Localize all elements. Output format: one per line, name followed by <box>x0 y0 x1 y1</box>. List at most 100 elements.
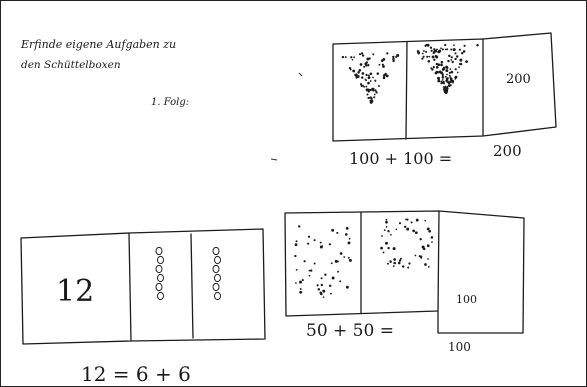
dot <box>329 285 331 287</box>
dot <box>440 64 443 67</box>
dot <box>455 68 457 70</box>
dot <box>371 97 373 99</box>
dot <box>420 238 422 240</box>
dot <box>463 50 466 53</box>
dot <box>459 59 462 62</box>
oval-mark <box>213 283 219 290</box>
dot <box>433 59 435 61</box>
dot <box>393 262 396 265</box>
box-lid-outline <box>333 39 483 141</box>
dot <box>353 56 355 58</box>
dot <box>324 274 326 276</box>
dot <box>454 52 456 54</box>
dot-group-top-right <box>417 44 479 94</box>
dot <box>390 234 392 236</box>
dot <box>423 248 426 251</box>
dot <box>443 81 445 83</box>
dot <box>431 50 433 52</box>
dot <box>348 241 351 244</box>
dot <box>354 74 357 77</box>
dot <box>335 260 338 263</box>
stray-mark <box>299 73 302 76</box>
dot <box>449 80 452 83</box>
dot <box>329 243 331 245</box>
dot <box>451 56 453 58</box>
dot <box>296 269 298 271</box>
dot <box>323 296 325 298</box>
dot <box>383 77 386 80</box>
dot <box>331 229 334 232</box>
dot <box>336 232 338 234</box>
dot <box>385 221 388 224</box>
dot <box>460 63 463 66</box>
dot <box>461 52 463 54</box>
dot <box>407 267 409 269</box>
dot <box>365 79 367 81</box>
instruction-line-2: den Schüttelboxen <box>21 59 121 71</box>
dot <box>365 86 367 88</box>
dot <box>427 44 430 47</box>
dot <box>374 94 376 96</box>
dot <box>317 284 319 286</box>
dot <box>314 239 316 241</box>
dot <box>441 61 444 64</box>
dot <box>384 229 386 231</box>
dot <box>343 256 345 258</box>
dot-group-middle-right <box>380 219 433 269</box>
dot <box>402 265 404 267</box>
dot <box>442 76 445 79</box>
dot <box>423 56 425 58</box>
dot <box>393 247 396 250</box>
dot <box>382 64 384 66</box>
dot <box>453 48 456 51</box>
dot <box>431 236 434 239</box>
dot <box>415 231 418 234</box>
dot <box>453 44 455 46</box>
dot <box>405 219 407 221</box>
dot <box>392 56 394 58</box>
dot <box>442 48 444 50</box>
dot <box>387 230 389 232</box>
dot <box>451 71 454 74</box>
dot <box>387 247 389 249</box>
shaking-box-bottom-middle: 100 <box>285 211 524 333</box>
dot <box>425 51 427 53</box>
dot <box>428 60 431 63</box>
dot <box>380 247 383 250</box>
dot <box>446 48 448 50</box>
dot-group-top-left <box>342 52 399 104</box>
dot <box>309 275 311 277</box>
dot <box>295 243 298 246</box>
dot <box>373 96 375 98</box>
stray-mark <box>271 159 277 160</box>
dot <box>360 63 363 66</box>
dot <box>408 262 410 264</box>
dot <box>370 73 373 76</box>
dot <box>436 63 438 65</box>
dot <box>436 71 439 74</box>
oval-group-left <box>156 247 164 299</box>
dot <box>442 79 444 81</box>
dot <box>398 262 401 265</box>
dot <box>362 72 365 75</box>
dot <box>359 53 361 55</box>
dot <box>446 66 449 69</box>
oval-mark <box>213 265 219 272</box>
dot <box>431 241 433 243</box>
dot <box>385 242 388 245</box>
dot <box>464 45 466 47</box>
dot <box>458 66 460 68</box>
dot <box>352 59 354 61</box>
dot <box>386 226 388 228</box>
dot <box>445 88 448 91</box>
equation-bottom-middle: 50 + 50 = <box>306 321 394 341</box>
dot <box>342 56 344 58</box>
answer-top-right: 200 <box>493 142 522 160</box>
dot <box>385 73 387 75</box>
dot <box>318 288 320 290</box>
dot <box>415 255 417 257</box>
dot <box>363 86 365 88</box>
dot <box>314 263 316 265</box>
dot <box>339 280 341 282</box>
